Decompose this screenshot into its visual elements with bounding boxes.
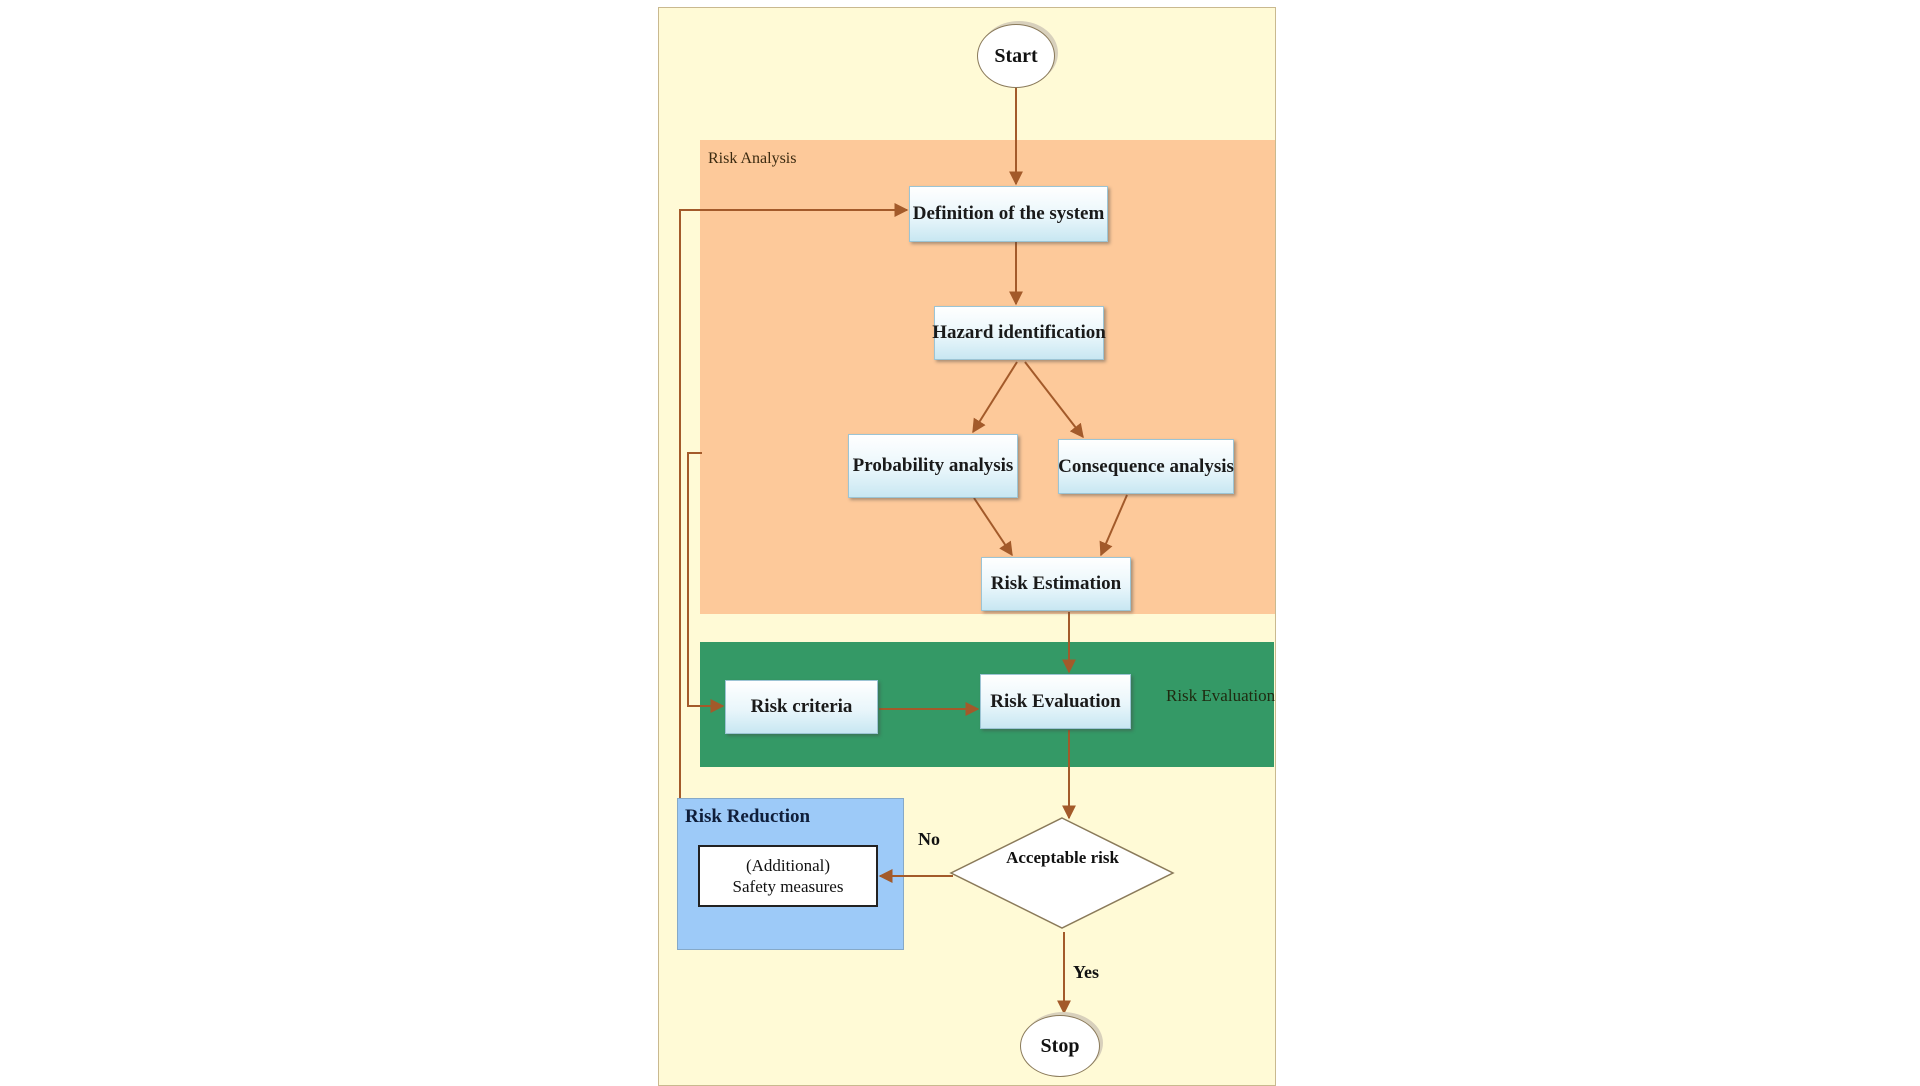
acceptable-risk-label: Acceptable risk (1006, 848, 1119, 867)
probability-label: Probability analysis (852, 455, 1014, 476)
risk-analysis-label: Risk Analysis (708, 150, 797, 167)
consequence-analysis-box: Consequence analysis (1058, 439, 1234, 494)
criteria-label: Risk criteria (750, 696, 853, 717)
start-terminal: Start (977, 24, 1055, 88)
safety-line-2: Safety measures (732, 877, 844, 896)
risk-evaluation-box: Risk Evaluation (980, 674, 1131, 729)
feedback-to-criteria (687, 452, 725, 713)
yes-edge-label: Yes (1073, 962, 1099, 982)
probability-analysis-box: Probability analysis (848, 434, 1018, 498)
estimation-label: Risk Estimation (990, 573, 1122, 594)
risk-estimation-box: Risk Estimation (981, 557, 1131, 611)
hazard-identification-box: Hazard identification (932, 306, 1106, 360)
arrow-hazard-to-probability (972, 361, 1018, 434)
arrow-consequence-to-estimation (1099, 494, 1128, 557)
stop-label: Stop (1040, 1034, 1080, 1057)
hazard-label: Hazard identification (932, 322, 1106, 343)
arrow-hazard-to-consequence (1024, 361, 1084, 439)
arrow-probability-to-estimation (973, 497, 1013, 557)
consequence-label: Consequence analysis (1058, 455, 1234, 477)
risk-evaluation-label: Risk Evaluation (1166, 686, 1276, 705)
definition-of-system-box: Definition of the system (909, 186, 1108, 242)
start-label: Start (994, 44, 1038, 67)
no-edge-label: No (918, 829, 940, 849)
evaluation-label: Risk Evaluation (990, 690, 1121, 712)
stop-terminal: Stop (1020, 1015, 1100, 1077)
feedback-to-definition (679, 203, 909, 798)
acceptable-risk-diamond (949, 817, 1175, 929)
risk-criteria-box: Risk criteria (725, 680, 878, 734)
risk-reduction-label: Risk Reduction (685, 806, 811, 827)
safety-line-1: (Additional) (745, 855, 831, 875)
definition-label: Definition of the system (912, 203, 1105, 224)
safety-measures-box: (Additional) Safety measures (698, 845, 878, 907)
